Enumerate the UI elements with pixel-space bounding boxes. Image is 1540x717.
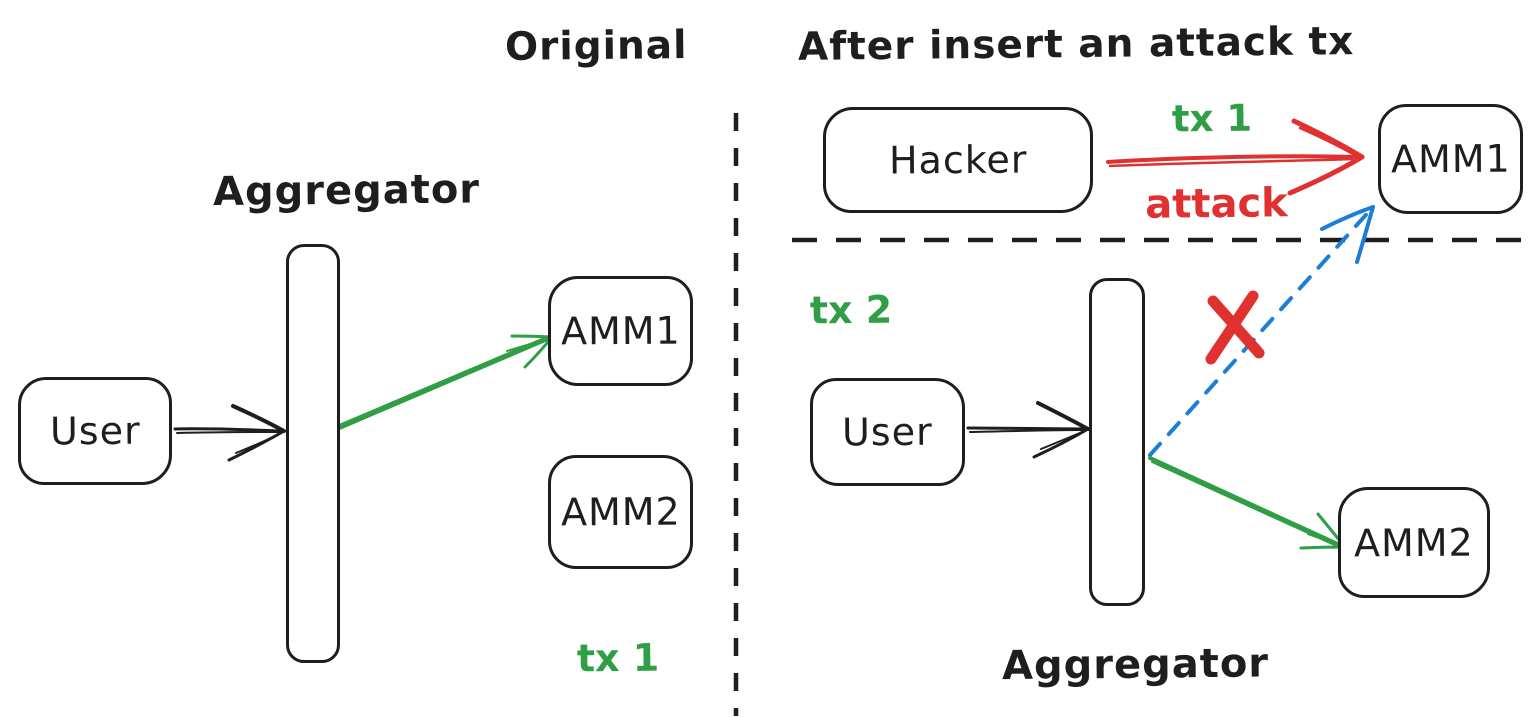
hacker-box: Hacker — [823, 107, 1093, 213]
tx1-label-right: tx 1 — [1171, 96, 1253, 141]
blocked-cross-icon — [1205, 290, 1265, 365]
user-label-left: User — [49, 408, 141, 454]
aggregator-bar-left — [286, 244, 340, 663]
tx2-label: tx 2 — [809, 287, 893, 333]
amm1-label-left: AMM1 — [560, 308, 681, 354]
aggregator-label-right: Aggregator — [1001, 640, 1270, 690]
user-label-right: User — [842, 409, 933, 455]
aggregator-bar-right — [1089, 278, 1145, 606]
hacker-label: Hacker — [888, 137, 1028, 183]
tx1-label-left: tx 1 — [576, 635, 660, 681]
user-box-right: User — [810, 378, 965, 486]
amm1-box-left: AMM1 — [548, 276, 693, 386]
hacker-to-amm1-attack-arrow — [1106, 118, 1365, 196]
amm2-label-right: AMM2 — [1353, 520, 1475, 565]
amm2-label-left: AMM2 — [560, 489, 681, 535]
amm1-label-right: AMM1 — [1390, 136, 1511, 182]
right-panel-title: After insert an attack tx — [797, 19, 1355, 70]
amm2-box-right: AMM2 — [1338, 487, 1490, 598]
user-to-aggregator-arrow-right — [966, 401, 1090, 459]
left-panel-title: Original — [504, 23, 688, 70]
aggregator-to-amm1-blocked-arrow — [1148, 205, 1375, 457]
user-box-left: User — [18, 377, 172, 485]
user-to-aggregator-arrow-left — [173, 404, 286, 462]
aggregator-to-amm2-arrow — [1148, 456, 1347, 550]
amm2-box-left: AMM2 — [548, 455, 693, 569]
aggregator-label-left: Aggregator — [212, 166, 481, 216]
attack-label: attack — [1144, 180, 1289, 228]
aggregator-to-amm1-arrow-left — [335, 334, 554, 431]
amm1-box-right: AMM1 — [1378, 104, 1523, 214]
